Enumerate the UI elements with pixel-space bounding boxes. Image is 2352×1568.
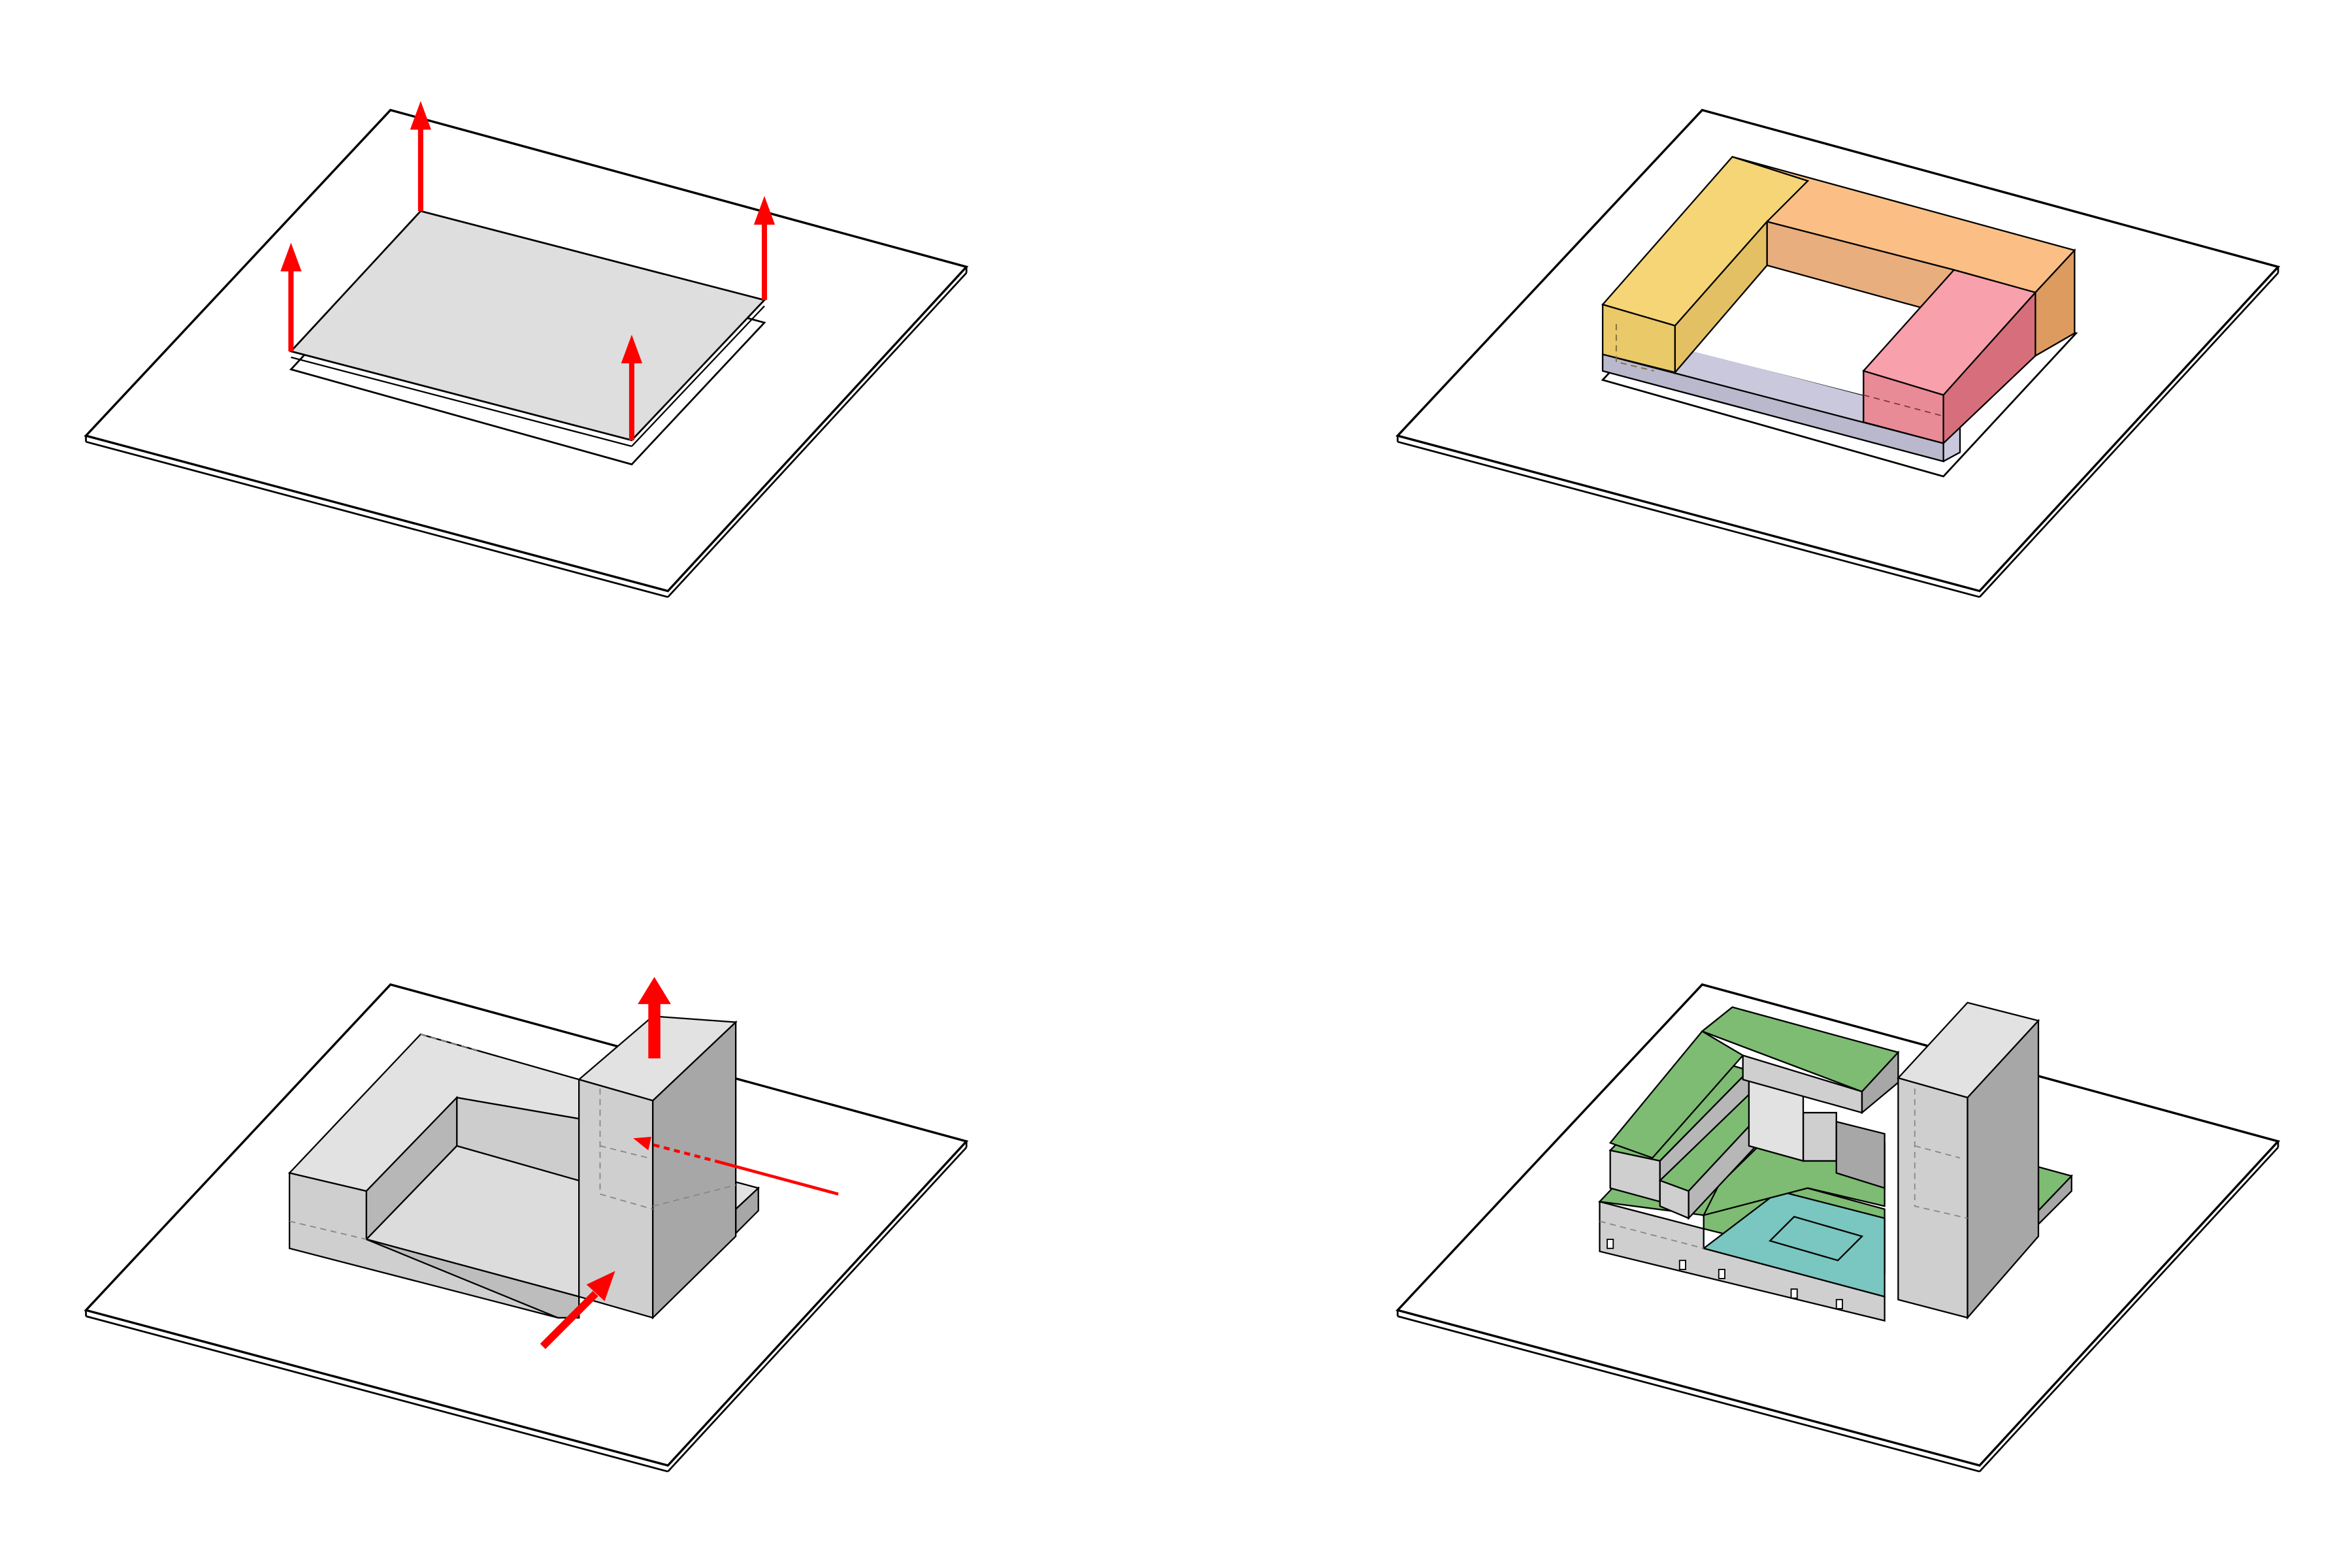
hidden-line [1914,1145,1961,1159]
panel-1-slab-lift [84,101,969,598]
lifted-slab-edge [631,305,765,447]
yellow-wing-inner-face [1674,220,1768,375]
panel-3-massing-moves [84,977,969,1473]
upward-arrow [638,977,671,1058]
window [1678,1260,1686,1270]
hidden-line [289,1220,367,1240]
site-plate-edge [1978,272,2279,598]
hidden-line [1863,394,1944,417]
horizontal-push-arrow [633,1137,839,1196]
hidden-line [1615,324,1654,372]
inner-volume-side [1835,1120,1886,1190]
hidden-line [1599,1220,1704,1249]
lift-arrow [621,335,643,440]
site-plate-edge [86,1315,668,1473]
site-plate-edge [667,272,968,598]
tower-side [1967,1019,2040,1320]
upper-terrace-left [1609,1030,1744,1159]
reflecting-pool [1769,1216,1864,1262]
base-mass-front-ledge [366,1238,580,1319]
site-plate-edge [1397,440,1980,598]
hidden-line [600,1145,649,1159]
panel-2-programme-ring [1395,108,2281,598]
window [1835,1299,1843,1309]
terrace-step-front [1659,1179,1690,1220]
lifted-slab-edge [291,356,632,448]
lift-arrow [410,101,431,212]
window [1718,1269,1725,1279]
podium-front-face [1601,353,1944,463]
pink-wing-side-face [1942,290,2036,446]
lift-arrow [280,242,302,351]
site-plate-edge [1397,1315,1980,1473]
window [1607,1238,1614,1249]
tower-side [652,1020,737,1320]
site-plate-edge [1978,1147,2279,1473]
hidden-line [599,1088,653,1210]
site-plate-edge [86,440,668,598]
panel-4-green-terraces [1395,983,2281,1473]
window [1790,1288,1798,1299]
entry-arrow [540,1271,615,1349]
site-plate-edge [667,1147,968,1473]
tower-front [1897,1077,1968,1319]
inner-volume-top [1802,1111,1837,1162]
lift-arrow [753,196,776,301]
hidden-line [653,1184,736,1207]
hidden-line [1914,1088,1968,1219]
